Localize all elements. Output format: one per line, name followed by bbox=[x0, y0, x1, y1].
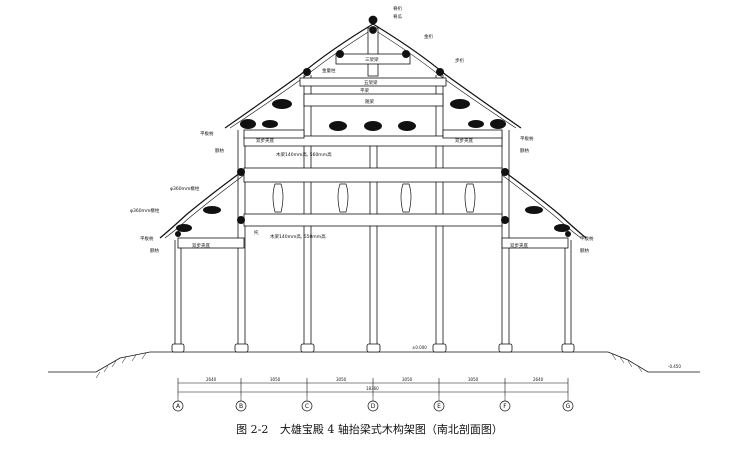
elevation-floor: ±0.000 bbox=[412, 345, 427, 350]
axis-D: D bbox=[371, 403, 376, 410]
dim-seg-2: 3050 bbox=[270, 377, 281, 382]
brackets-lower bbox=[175, 206, 571, 237]
label-bu-purlin: 步桁 bbox=[455, 57, 464, 64]
dim-seg-5: 3050 bbox=[468, 377, 479, 382]
elevation-ground: -0.450 bbox=[668, 364, 681, 369]
label-lower-e-fang-right: 额枋 bbox=[580, 247, 589, 254]
dim-seg-4: 3050 bbox=[402, 377, 413, 382]
axis-A: A bbox=[176, 403, 181, 410]
label-pingban-fang: 平板枋 bbox=[200, 130, 214, 137]
label-jin-purlin: 金桁 bbox=[424, 33, 433, 40]
column-bases bbox=[171, 343, 575, 353]
label-three-beam: 三架梁 bbox=[365, 56, 379, 63]
ground-line bbox=[48, 351, 700, 373]
label-double-step-upper: 双步夹底 bbox=[256, 137, 274, 144]
label-e-fang-right: 额枋 bbox=[520, 147, 529, 154]
axis-C: C bbox=[305, 403, 309, 410]
figure-title: 大雄宝殿 4 轴抬梁式木构架图（南北剖面图） bbox=[279, 423, 503, 436]
dim-seg-3: 3050 bbox=[336, 377, 347, 382]
struts bbox=[272, 183, 476, 213]
columns bbox=[174, 75, 572, 350]
dim-seg-6: 2640 bbox=[533, 377, 544, 382]
ridge-ornament bbox=[367, 15, 379, 77]
axis-B: B bbox=[239, 403, 243, 410]
axis-E: E bbox=[437, 403, 441, 410]
label-ridge-king: 脊瓜 bbox=[393, 13, 402, 20]
dim-total: 18360 bbox=[366, 386, 379, 391]
label-rafter-360: φ360mm椽柱 bbox=[170, 185, 200, 192]
figure-number: 图 2-2 bbox=[236, 423, 269, 436]
axis-G: G bbox=[566, 403, 571, 410]
label-pingban-fang-right: 平板枋 bbox=[520, 135, 534, 142]
label-double-step-lower: 双步夹底 bbox=[192, 242, 210, 249]
label-tuo: 托 bbox=[254, 229, 259, 236]
dimension-texts: 2640 3050 3050 3050 3050 2640 18360 bbox=[206, 377, 544, 391]
label-double-step-lower-right: 双步夹底 bbox=[510, 242, 528, 249]
ground-hatch bbox=[95, 352, 643, 379]
label-beam-note-lower: 木梁140mm高, 550mm高 bbox=[270, 233, 326, 240]
label-lower-e-fang: 额枋 bbox=[150, 247, 159, 254]
axis-F: F bbox=[503, 403, 507, 410]
label-rafter-360b: φ360mm椽柱 bbox=[130, 207, 160, 214]
label-seven-beam: 随梁 bbox=[365, 98, 374, 105]
label-lower-pingban: 平板枋 bbox=[140, 235, 154, 242]
label-jin-tong-zhu: 金童柱 bbox=[322, 67, 336, 74]
label-five-beam: 五架梁 bbox=[364, 79, 378, 86]
beams bbox=[177, 53, 569, 249]
axis-bubbles bbox=[172, 400, 574, 412]
label-ridge-purlin: 脊桁 bbox=[393, 5, 402, 12]
label-beam-note-upper: 木梁140mm高, 560mm高 bbox=[276, 151, 332, 158]
brackets-upper bbox=[237, 50, 509, 224]
label-flat-beam: 平梁 bbox=[360, 87, 369, 94]
dimension-lines bbox=[177, 378, 569, 396]
label-e-fang: 额枋 bbox=[215, 147, 224, 154]
axis-leaders bbox=[177, 396, 569, 401]
axis-letters: A B C D E F G bbox=[176, 403, 571, 410]
figure-caption: 图 2-2 大雄宝殿 4 轴抬梁式木构架图（南北剖面图） bbox=[0, 421, 739, 437]
lower-roof bbox=[159, 169, 587, 239]
dim-seg-1: 2640 bbox=[206, 377, 217, 382]
label-double-step-upper-right: 双步夹底 bbox=[455, 137, 473, 144]
label-lower-pingban-right: 平板枋 bbox=[580, 235, 594, 242]
